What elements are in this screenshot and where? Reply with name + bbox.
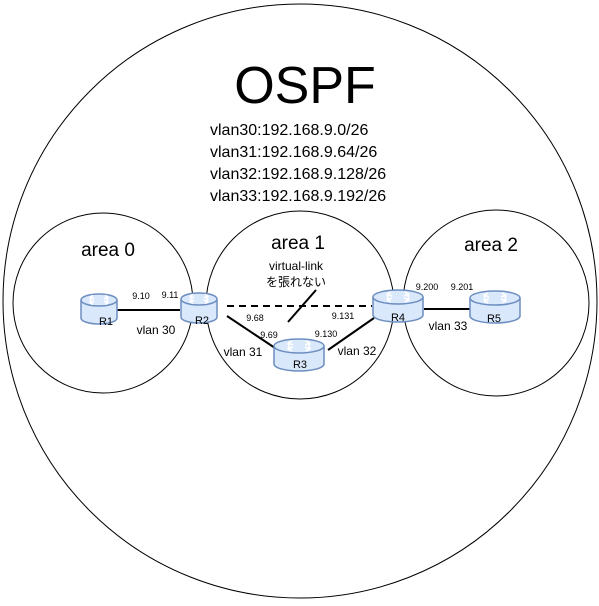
- interface-address: 9.201: [451, 282, 474, 292]
- area-0-label: area 0: [81, 240, 135, 261]
- link-vlan31: [226, 315, 279, 351]
- interface-address: 9.10: [132, 291, 150, 301]
- router-r1: [80, 293, 118, 325]
- area-1-label: area 1: [271, 233, 325, 254]
- interface-address: 9.11: [162, 290, 179, 300]
- vlan-label: vlan 30: [137, 323, 176, 337]
- router-icon: [89, 294, 109, 306]
- router-label: R1: [99, 316, 113, 328]
- area-2-label: area 2: [464, 235, 518, 256]
- router-label: R3: [293, 359, 307, 371]
- vlan-label: vlan 33: [429, 319, 468, 333]
- router-label: R2: [195, 315, 209, 327]
- router-icon: [287, 340, 311, 352]
- subnet-list: vlan30:192.168.9.0/26 vlan31:192.168.9.6…: [210, 122, 386, 205]
- virtual-link-note: を張れない: [266, 275, 326, 289]
- subnet-item: vlan30:192.168.9.0/26: [210, 122, 368, 139]
- router-label: R4: [391, 312, 405, 324]
- vlan-label: vlan 32: [338, 344, 377, 358]
- router-label: R5: [487, 313, 501, 325]
- vlan-label: vlan 31: [224, 345, 263, 359]
- subnet-item: vlan33:192.168.9.192/26: [210, 188, 386, 205]
- interface-address: 9.68: [246, 313, 264, 323]
- virtual-link-blocked-slash: [287, 289, 317, 323]
- interface-address: 9.200: [416, 282, 439, 292]
- router-r4: [372, 289, 424, 323]
- diagram-title: OSPF: [234, 57, 376, 115]
- interface-address: 9.131: [332, 311, 355, 321]
- interface-address: 9.130: [315, 329, 338, 339]
- router-icon: [189, 293, 209, 305]
- router-icon: [386, 291, 410, 303]
- interface-address: 9.69: [260, 330, 278, 340]
- router-icon: [483, 292, 507, 304]
- router-r3: [273, 338, 325, 372]
- subnet-item: vlan31:192.168.9.64/26: [210, 144, 377, 161]
- router-r5: [469, 290, 521, 324]
- router-r2: [180, 292, 218, 324]
- subnet-item: vlan32:192.168.9.128/26: [210, 166, 386, 183]
- link-vlan32: [327, 317, 375, 351]
- virtual-link-note: virtual-link: [269, 259, 324, 273]
